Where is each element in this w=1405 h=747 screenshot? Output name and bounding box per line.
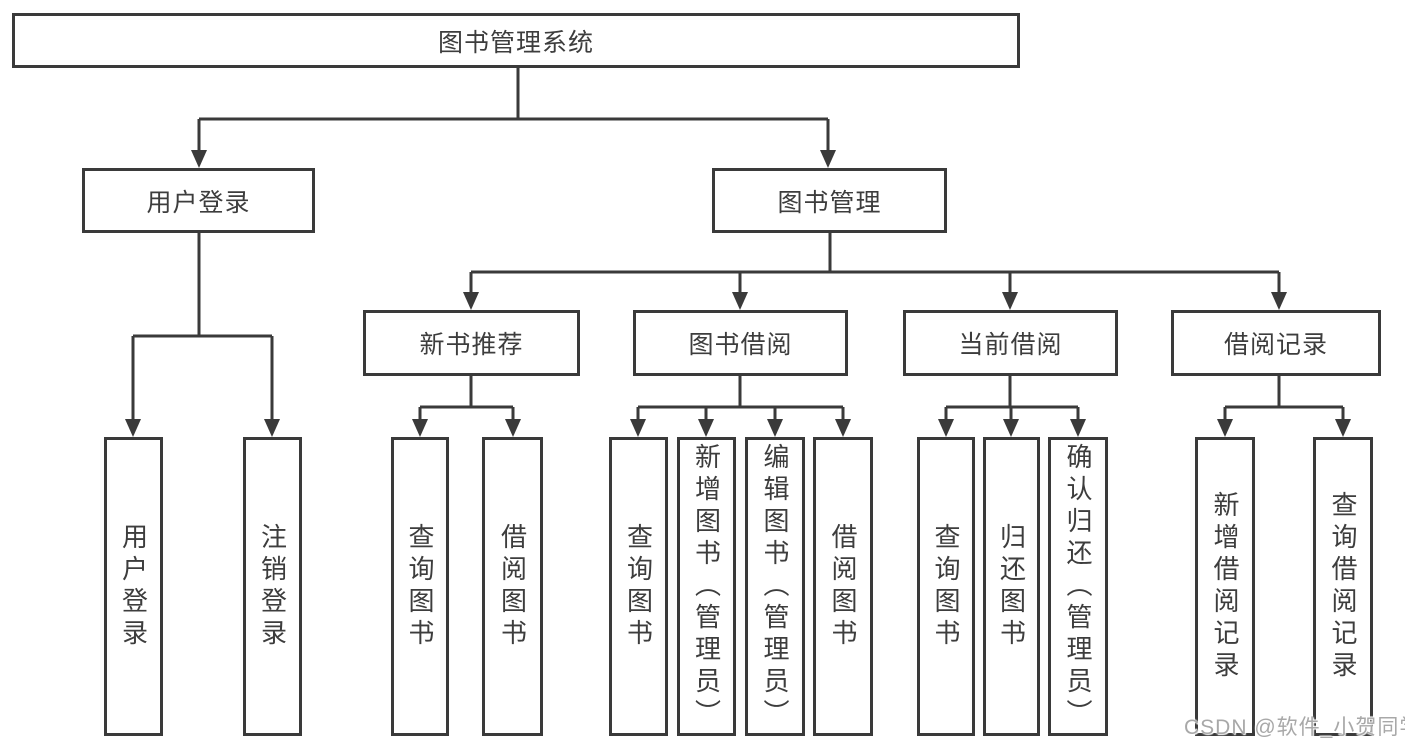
node-book-management: 图书管理 bbox=[712, 168, 947, 233]
leaf-label: 新增图书（管理员） bbox=[691, 442, 722, 731]
leaf-label: 用户登录 bbox=[118, 522, 149, 651]
node-book-borrow: 图书借阅 bbox=[633, 310, 848, 376]
node-system-root: 图书管理系统 bbox=[12, 13, 1020, 68]
leaf-add-book-admin: 新增图书（管理员） bbox=[677, 437, 736, 736]
leaf-query-borrow-record: 查询借阅记录 bbox=[1313, 437, 1373, 736]
leaf-label: 注销登录 bbox=[257, 522, 288, 651]
leaf-query-books-current: 查询图书 bbox=[917, 437, 975, 736]
leaf-label: 查询图书 bbox=[931, 522, 961, 651]
leaf-label: 新增借阅记录 bbox=[1210, 490, 1240, 683]
leaf-edit-book-admin: 编辑图书（管理员） bbox=[745, 437, 805, 736]
leaf-borrow-books-recommend: 借阅图书 bbox=[482, 437, 543, 736]
tree-edges bbox=[131, 68, 1345, 421]
leaf-confirm-return-admin: 确认归还（管理员） bbox=[1048, 437, 1108, 736]
node-label: 图书借阅 bbox=[688, 331, 793, 359]
leaf-label: 确认归还（管理员） bbox=[1063, 442, 1093, 731]
node-current-borrow: 当前借阅 bbox=[903, 310, 1118, 376]
node-label: 新书推荐 bbox=[419, 331, 524, 359]
leaf-query-books-recommend: 查询图书 bbox=[391, 437, 449, 736]
leaf-label: 查询图书 bbox=[405, 522, 435, 651]
leaf-label: 归还图书 bbox=[996, 522, 1027, 651]
node-label: 图书管理 bbox=[777, 188, 882, 217]
leaf-user-login: 用户登录 bbox=[104, 437, 163, 736]
leaf-logout: 注销登录 bbox=[243, 437, 302, 736]
leaf-label: 查询图书 bbox=[623, 522, 654, 651]
csdn-watermark: CSDN @软件_小贺同学 bbox=[1184, 716, 1405, 739]
leaf-return-books: 归还图书 bbox=[983, 437, 1040, 736]
node-user-login: 用户登录 bbox=[82, 168, 315, 233]
node-borrow-records: 借阅记录 bbox=[1171, 310, 1381, 376]
node-label: 用户登录 bbox=[146, 188, 251, 217]
leaf-query-books-borrow: 查询图书 bbox=[609, 437, 668, 736]
leaf-add-borrow-record: 新增借阅记录 bbox=[1195, 437, 1255, 736]
leaf-label: 编辑图书（管理员） bbox=[760, 442, 790, 731]
leaf-label: 借阅图书 bbox=[828, 522, 858, 651]
node-label: 借阅记录 bbox=[1223, 331, 1328, 359]
leaf-label: 查询借阅记录 bbox=[1328, 490, 1358, 683]
leaf-borrow-books-borrow: 借阅图书 bbox=[813, 437, 873, 736]
leaf-label: 借阅图书 bbox=[497, 522, 528, 651]
node-label: 当前借阅 bbox=[958, 331, 1063, 359]
node-new-book-recommend: 新书推荐 bbox=[363, 310, 580, 376]
arrowheads bbox=[125, 150, 1351, 437]
node-label: 图书管理系统 bbox=[437, 28, 594, 57]
